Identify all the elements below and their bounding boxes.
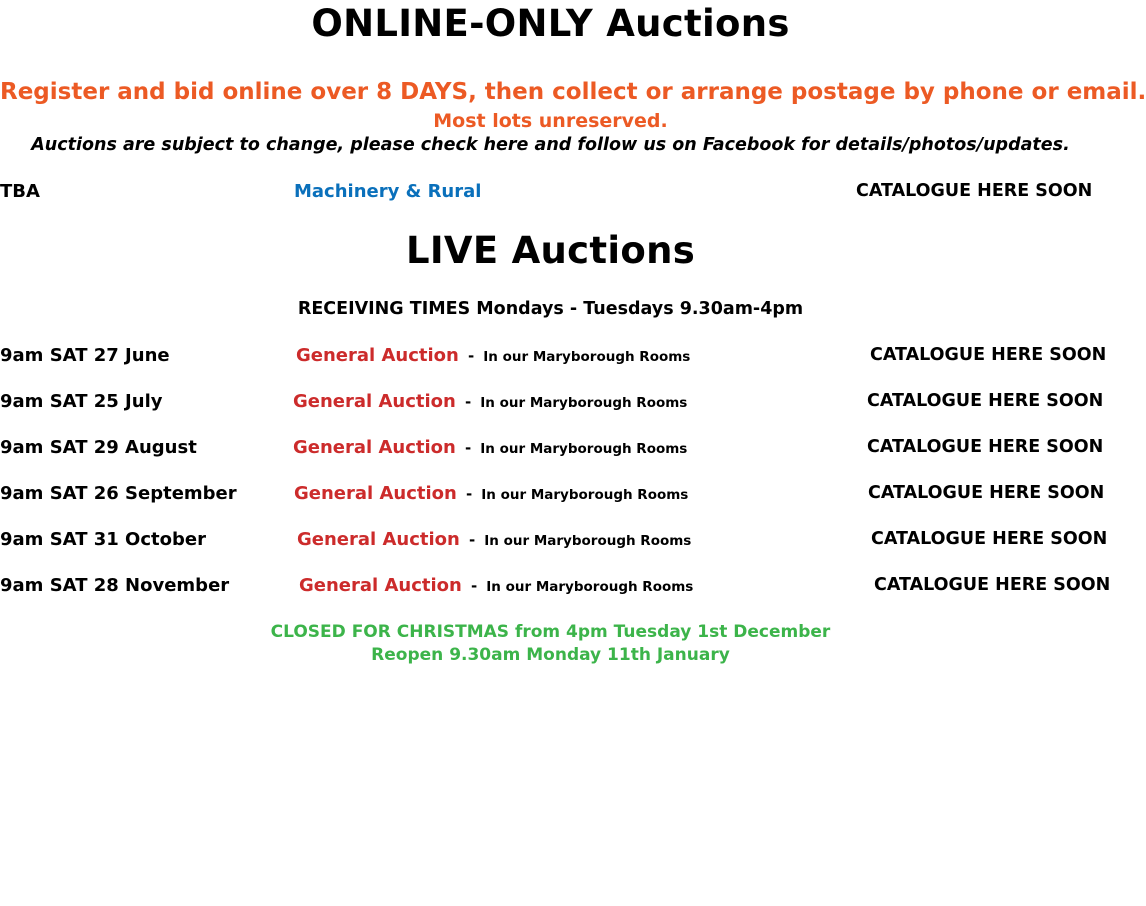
auctions-page: ONLINE-ONLY Auctions Register and bid on…: [0, 2, 1146, 665]
live-auction-name[interactable]: General Auction: [293, 437, 456, 458]
live-auction-location: In our Maryborough Rooms: [486, 579, 694, 595]
live-auction-name[interactable]: General Auction: [294, 483, 457, 504]
live-auction-date: 9am SAT 27 June: [0, 345, 170, 366]
online-catalogue-link[interactable]: CATALOGUE HERE SOON: [856, 181, 1093, 201]
live-catalogue-link[interactable]: CATALOGUE HERE SOON: [867, 437, 1104, 457]
live-auction-location: In our Maryborough Rooms: [480, 441, 688, 457]
live-auction-name[interactable]: General Auction: [293, 391, 456, 412]
unreserved-line: Most lots unreserved.: [433, 110, 668, 132]
separator-dash: -: [470, 577, 478, 595]
separator-dash: -: [465, 485, 473, 503]
live-auction-location: In our Maryborough Rooms: [481, 487, 689, 503]
christmas-closure-line: CLOSED FOR CHRISTMAS from 4pm Tuesday 1s…: [270, 622, 831, 642]
register-line: Register and bid online over 8 DAYS, the…: [0, 79, 1146, 105]
live-auction-date: 9am SAT 25 July: [0, 391, 163, 412]
live-auction-location: In our Maryborough Rooms: [484, 533, 692, 549]
live-auction-info: General Auction - In our Maryborough Roo…: [299, 575, 693, 596]
live-auction-info: General Auction - In our Maryborough Roo…: [296, 345, 690, 366]
reopen-line: Reopen 9.30am Monday 11th January: [371, 645, 730, 665]
online-auctions-title: ONLINE-ONLY Auctions: [311, 2, 790, 45]
live-catalogue-link[interactable]: CATALOGUE HERE SOON: [874, 575, 1111, 595]
live-auction-info: General Auction - In our Maryborough Roo…: [293, 391, 687, 412]
live-auction-info: General Auction - In our Maryborough Roo…: [294, 483, 688, 504]
live-auction-date: 9am SAT 29 August: [0, 437, 197, 458]
online-auction-date: TBA: [0, 181, 40, 202]
separator-dash: -: [468, 531, 476, 549]
live-auction-name[interactable]: General Auction: [297, 529, 460, 550]
live-catalogue-link[interactable]: CATALOGUE HERE SOON: [871, 529, 1108, 549]
live-catalogue-link[interactable]: CATALOGUE HERE SOON: [868, 483, 1105, 503]
live-catalogue-link[interactable]: CATALOGUE HERE SOON: [867, 391, 1104, 411]
live-auction-info: General Auction - In our Maryborough Roo…: [293, 437, 687, 458]
online-auction-name[interactable]: Machinery & Rural: [294, 181, 482, 202]
live-auction-name[interactable]: General Auction: [299, 575, 462, 596]
live-auction-location: In our Maryborough Rooms: [483, 349, 691, 365]
live-auction-name[interactable]: General Auction: [296, 345, 459, 366]
separator-dash: -: [464, 439, 472, 457]
separator-dash: -: [467, 347, 475, 365]
live-auction-location: In our Maryborough Rooms: [480, 395, 688, 411]
facebook-note: Auctions are subject to change, please c…: [31, 135, 1070, 155]
receiving-times: RECEIVING TIMES Mondays - Tuesdays 9.30a…: [297, 299, 804, 319]
live-auction-date: 9am SAT 28 November: [0, 575, 230, 596]
live-auctions-title: LIVE Auctions: [405, 229, 696, 272]
live-auction-info: General Auction - In our Maryborough Roo…: [297, 529, 691, 550]
live-catalogue-link[interactable]: CATALOGUE HERE SOON: [870, 345, 1107, 365]
live-auction-date: 9am SAT 31 October: [0, 529, 206, 550]
separator-dash: -: [464, 393, 472, 411]
live-auction-date: 9am SAT 26 September: [0, 483, 237, 504]
